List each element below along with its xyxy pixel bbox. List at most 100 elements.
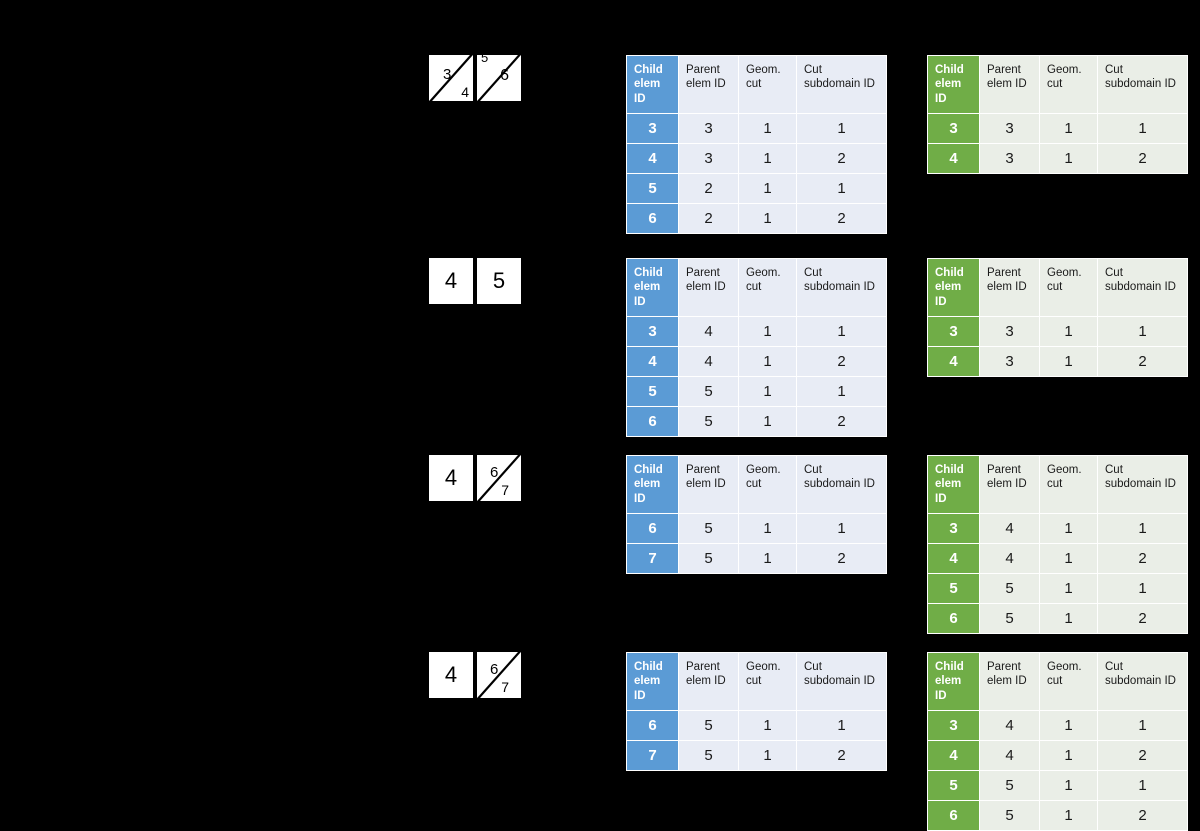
column-header-cut-subdomain-id: Cut subdomain ID	[796, 257, 887, 318]
cell-child-elem-id: 6	[927, 603, 980, 635]
cell-geom-cut: 1	[738, 113, 797, 145]
cell-cut-subdomain-id: 1	[1097, 710, 1188, 742]
cell-geom-cut: 1	[738, 543, 797, 575]
cell-cut-subdomain-id: 1	[1097, 513, 1188, 545]
cell-geom-cut: 1	[1039, 316, 1098, 348]
column-header-geom-cut: Geom. cut	[1039, 257, 1098, 318]
column-header-cut-subdomain-id: Cut subdomain ID	[1097, 651, 1188, 712]
cell-geom-cut: 1	[738, 203, 797, 235]
column-header-child-elem-id: Child elem ID	[626, 651, 679, 712]
element-id-label: 5	[492, 268, 506, 293]
cell-child-elem-id: 6	[626, 203, 679, 235]
element-id-label: 4	[444, 268, 458, 293]
cell-child-elem-id: 6	[927, 800, 980, 831]
cell-geom-cut: 1	[738, 173, 797, 205]
column-header-parent-elem-id: Parent elem ID	[678, 257, 739, 318]
cell-cut-subdomain-id: 1	[1097, 113, 1188, 145]
column-header-parent-elem-id: Parent elem ID	[979, 651, 1040, 712]
cell-parent-elem-id: 5	[979, 603, 1040, 635]
column-header-child-elem-id: Child elem ID	[927, 454, 980, 515]
cell-geom-cut: 1	[1039, 710, 1098, 742]
column-header-cut-subdomain-id: Cut subdomain ID	[796, 54, 887, 115]
cell-child-elem-id: 3	[927, 710, 980, 742]
column-header-cut-subdomain-id: Cut subdomain ID	[1097, 257, 1188, 318]
cut-diagonal-icon	[474, 647, 524, 703]
element-id-label: 4	[444, 465, 458, 490]
cell-geom-cut: 1	[1039, 603, 1098, 635]
cell-child-elem-id: 3	[626, 113, 679, 145]
cell-geom-cut: 1	[738, 513, 797, 545]
cell-cut-subdomain-id: 2	[1097, 143, 1188, 175]
column-header-child-elem-id: Child elem ID	[626, 454, 679, 515]
cell-cut-subdomain-id: 2	[1097, 346, 1188, 378]
element-id-label-upper: 5	[481, 50, 489, 65]
cell-parent-elem-id: 5	[979, 770, 1040, 802]
cell-parent-elem-id: 2	[678, 203, 739, 235]
cell-geom-cut: 1	[738, 406, 797, 438]
cell-geom-cut: 1	[1039, 770, 1098, 802]
cell-cut-subdomain-id: 1	[796, 710, 887, 742]
cell-geom-cut: 1	[738, 316, 797, 348]
cell-child-elem-id: 5	[626, 173, 679, 205]
column-header-geom-cut: Geom. cut	[738, 54, 797, 115]
mesh-element-square-right: 5	[477, 258, 521, 304]
cell-cut-subdomain-id: 1	[796, 376, 887, 408]
cell-geom-cut: 1	[1039, 800, 1098, 831]
cell-geom-cut: 1	[738, 143, 797, 175]
cell-child-elem-id: 3	[927, 513, 980, 545]
cell-cut-subdomain-id: 1	[796, 113, 887, 145]
cell-cut-subdomain-id: 1	[796, 513, 887, 545]
cut-diagonal-icon	[474, 450, 524, 506]
cell-parent-elem-id: 4	[979, 513, 1040, 545]
column-header-cut-subdomain-id: Cut subdomain ID	[1097, 454, 1188, 515]
column-header-geom-cut: Geom. cut	[738, 454, 797, 515]
cell-child-elem-id: 4	[927, 543, 980, 575]
cell-cut-subdomain-id: 2	[796, 740, 887, 772]
column-header-child-elem-id: Child elem ID	[927, 54, 980, 115]
cell-cut-subdomain-id: 1	[1097, 770, 1188, 802]
cell-parent-elem-id: 3	[979, 316, 1040, 348]
column-header-child-elem-id: Child elem ID	[927, 651, 980, 712]
element-id-label-upper: 3	[443, 66, 452, 83]
cell-parent-elem-id: 3	[678, 143, 739, 175]
cell-child-elem-id: 7	[626, 543, 679, 575]
column-header-cut-subdomain-id: Cut subdomain ID	[1097, 54, 1188, 115]
element-id-label-lower: 4	[461, 84, 469, 100]
column-header-parent-elem-id: Parent elem ID	[979, 257, 1040, 318]
cell-geom-cut: 1	[738, 710, 797, 742]
column-header-parent-elem-id: Parent elem ID	[678, 454, 739, 515]
cell-geom-cut: 1	[1039, 113, 1098, 145]
cell-parent-elem-id: 4	[678, 316, 739, 348]
cell-parent-elem-id: 3	[979, 113, 1040, 145]
